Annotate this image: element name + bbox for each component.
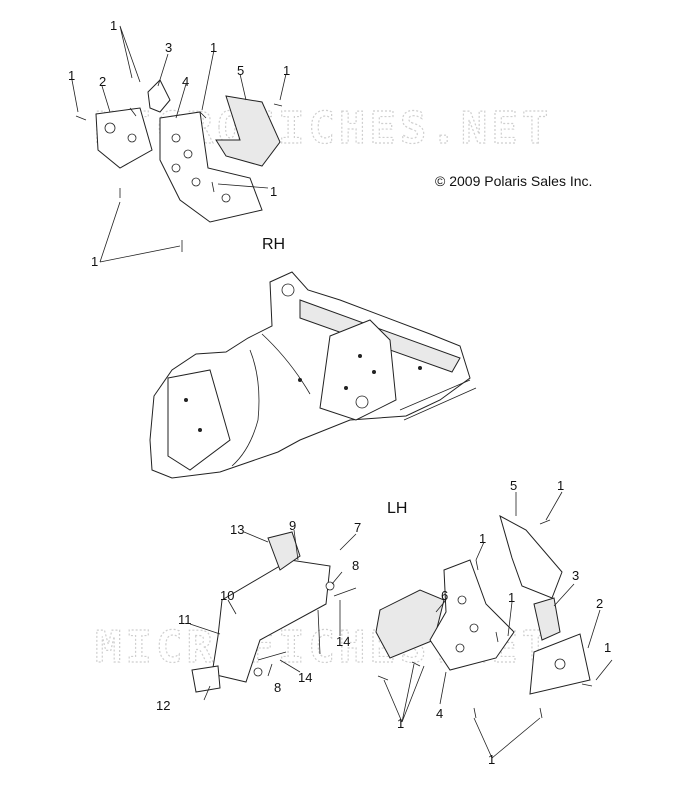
lh-callout-1: 1 [604,640,611,655]
lh-callout-1: 1 [488,752,495,767]
rh-part-4-hole [183,149,193,159]
chassis-bolt [198,428,202,432]
lh-callout-5: 5 [510,478,517,493]
lh-callout-14: 14 [336,634,350,649]
rh-part-4-footrest [159,111,263,223]
chassis-cables [231,333,311,467]
chassis-bolt [184,398,188,402]
chassis-bolt [298,378,302,382]
rh-callout-4: 4 [182,74,189,89]
chassis-mount-hole [281,283,295,297]
copyright-text: © 2009 Polaris Sales Inc. [435,173,592,189]
lh-part-5-guard [499,514,563,599]
lh-callout-1: 1 [508,590,515,605]
lh-part-4-hole [469,623,479,633]
lh-callout-1: 1 [557,478,564,493]
chassis-assembly [149,271,477,479]
lh-part-14-rods [257,587,357,661]
lh-rivets [377,519,593,719]
lh-callout-12: 12 [156,698,170,713]
rh-callout-5: 5 [237,63,244,78]
lh-assembly: 1 1 1 1 1 1 2 3 4 5 6 7 8 8 9 10 11 12 1… [156,478,613,767]
rh-part-3-bracket [147,79,171,113]
lh-callout-2: 2 [596,596,603,611]
rh-part-4-hole [221,193,231,203]
rh-label: RH [262,236,285,253]
rh-part-2-hole [104,122,116,134]
lh-part-2-hole [554,658,566,670]
lh-callout-13: 13 [230,522,244,537]
chassis-bolt [344,386,348,390]
rh-callout-1: 1 [283,63,290,78]
lh-part-13-bracket [267,531,301,571]
rh-part-2-hole [127,133,137,143]
lh-leader-lines [189,491,613,759]
lh-part-10-footrest [211,559,331,683]
lh-callout-14: 14 [298,670,312,685]
lh-callout-10: 10 [220,588,234,603]
chassis-bolt [372,370,376,374]
lh-callout-1: 1 [479,531,486,546]
chassis-rail-edge [399,379,477,421]
lh-callout-9: 9 [289,518,296,533]
lh-label: LH [387,500,407,517]
lh-part-12-plate [191,665,221,693]
rh-callout-2: 2 [99,74,106,89]
lh-callout-4: 4 [436,706,443,721]
lh-part-4-hole [457,595,467,605]
lh-callout-8: 8 [274,680,281,695]
chassis-bolt [418,366,422,370]
rh-callout-1: 1 [270,184,277,199]
rh-rivets [75,103,283,252]
lh-callout-7: 7 [354,520,361,535]
lh-callout-3: 3 [572,568,579,583]
chassis-frame [149,271,471,479]
lh-part-3-bracket [533,597,561,641]
rh-assembly: 1 1 1 1 1 1 2 3 4 5 [68,18,290,269]
chassis-mount-hole [355,395,369,409]
rh-callout-1: 1 [110,18,117,33]
rh-part-4-hole [171,133,181,143]
chassis-bolt [358,354,362,358]
rh-part-4-hole [171,163,181,173]
chassis-front-bulkhead [167,369,231,471]
rh-leader-lines [71,25,287,263]
rh-callout-3: 3 [165,40,172,55]
rh-part-5-guard [215,95,281,167]
lh-callout-1: 1 [397,716,404,731]
lh-part-4-footrest [429,559,515,671]
chassis-side-panel [319,319,397,421]
rh-part-4-hole [191,177,201,187]
rh-callout-1: 1 [68,68,75,83]
lh-part-8-nut [253,667,263,677]
lh-callout-8: 8 [352,558,359,573]
lh-callout-11: 11 [178,612,192,627]
lh-callout-6: 6 [441,588,448,603]
rh-callout-1: 1 [91,254,98,269]
lh-part-4-hole [455,643,465,653]
rh-callout-1: 1 [210,40,217,55]
